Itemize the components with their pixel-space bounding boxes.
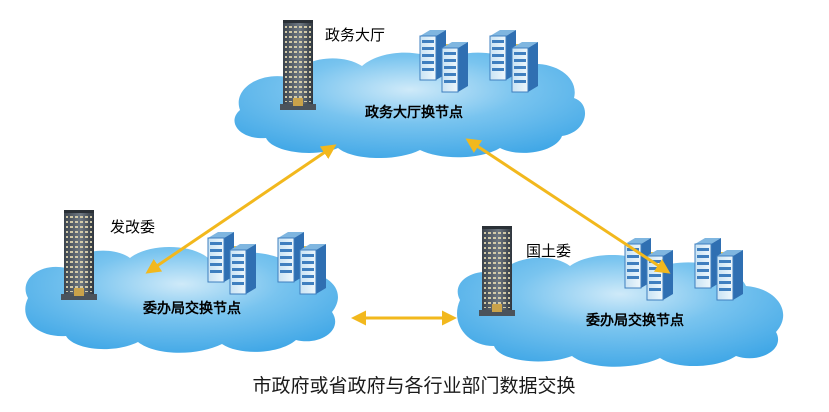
building-label-right: 国土委 — [526, 242, 571, 260]
node-label-top: 政务大厅换节点 — [365, 104, 463, 121]
node-label-right: 委办局交换节点 — [585, 312, 684, 329]
node-label-left: 委办局交换节点 — [142, 300, 241, 317]
building-label-top: 政务大厅 — [325, 26, 385, 44]
diagram-caption: 市政府或省政府与各行业部门数据交换 — [252, 375, 575, 397]
exchange-arrow-top-right — [465, 138, 671, 274]
exchange-arrow-top-left — [145, 144, 337, 274]
building-label-left: 发改委 — [110, 218, 155, 236]
building-icon-right — [479, 226, 515, 316]
building-icon-top — [280, 20, 316, 110]
building-icon-left — [61, 210, 97, 300]
